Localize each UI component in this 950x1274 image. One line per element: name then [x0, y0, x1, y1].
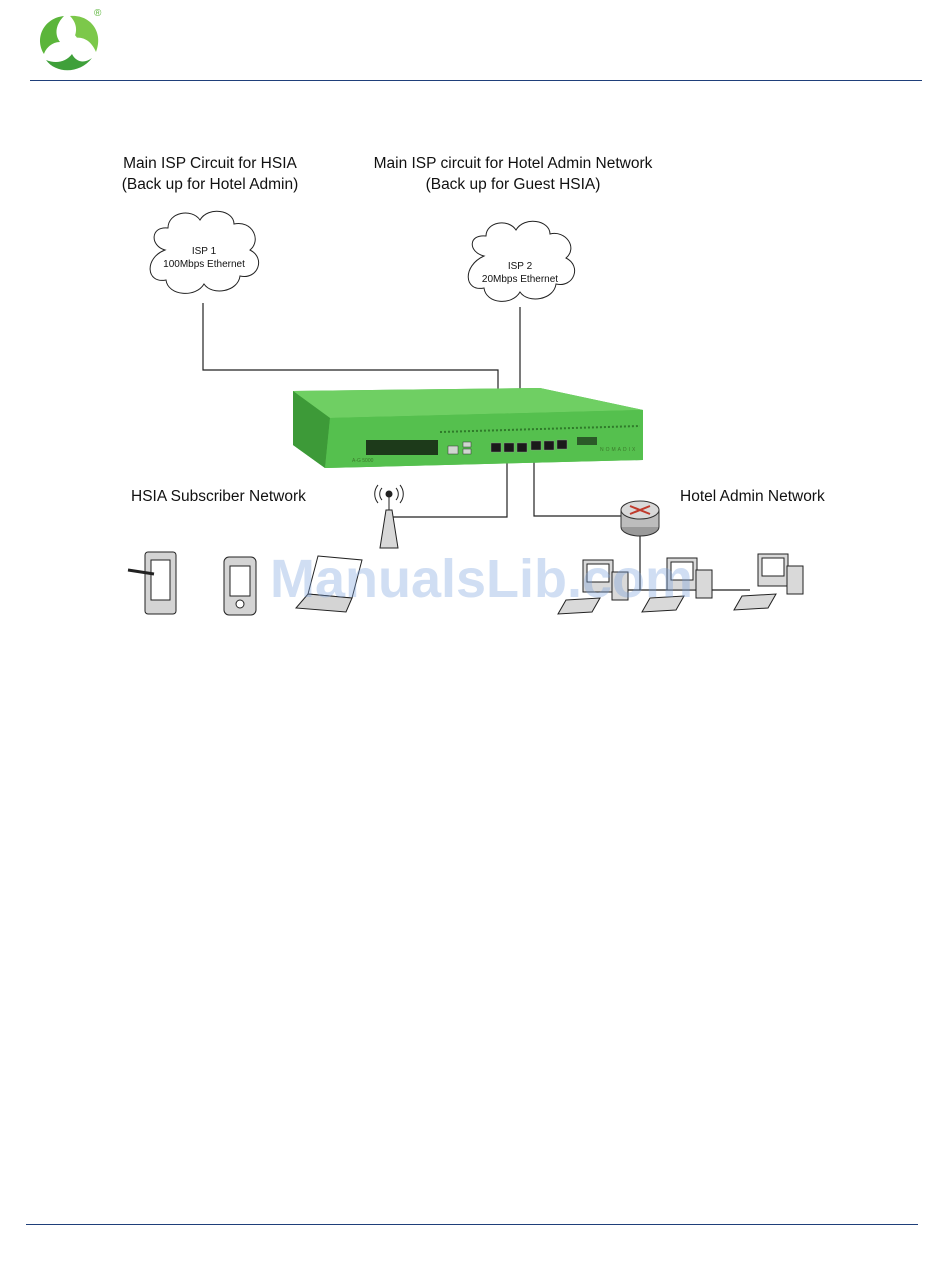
isp2-speed: 20Mbps Ethernet — [474, 273, 566, 286]
isp2-cloud-label: ISP 2 20Mbps Ethernet — [474, 260, 566, 286]
isp1-speed: 100Mbps Ethernet — [156, 258, 252, 271]
isp2-name: ISP 2 — [474, 260, 566, 273]
router-icon — [621, 501, 659, 536]
gateway-model-label: A-G 5000 — [352, 458, 373, 464]
workstation-icon — [734, 554, 803, 610]
admin-network-label: Hotel Admin Network — [680, 488, 825, 506]
tablet-with-stylus-icon — [128, 552, 176, 614]
isp1-name: ISP 1 — [156, 245, 252, 258]
footer-rule — [26, 1224, 918, 1225]
watermark-text: ManualsLib.com — [270, 548, 693, 610]
smartphone-icon — [224, 557, 256, 615]
isp1-cloud-label: ISP 1 100Mbps Ethernet — [156, 245, 252, 271]
gateway-brand-label: NOMADIX — [600, 447, 637, 453]
hsia-network-label: HSIA Subscriber Network — [131, 488, 306, 506]
gateway-appliance-icon — [293, 388, 643, 468]
